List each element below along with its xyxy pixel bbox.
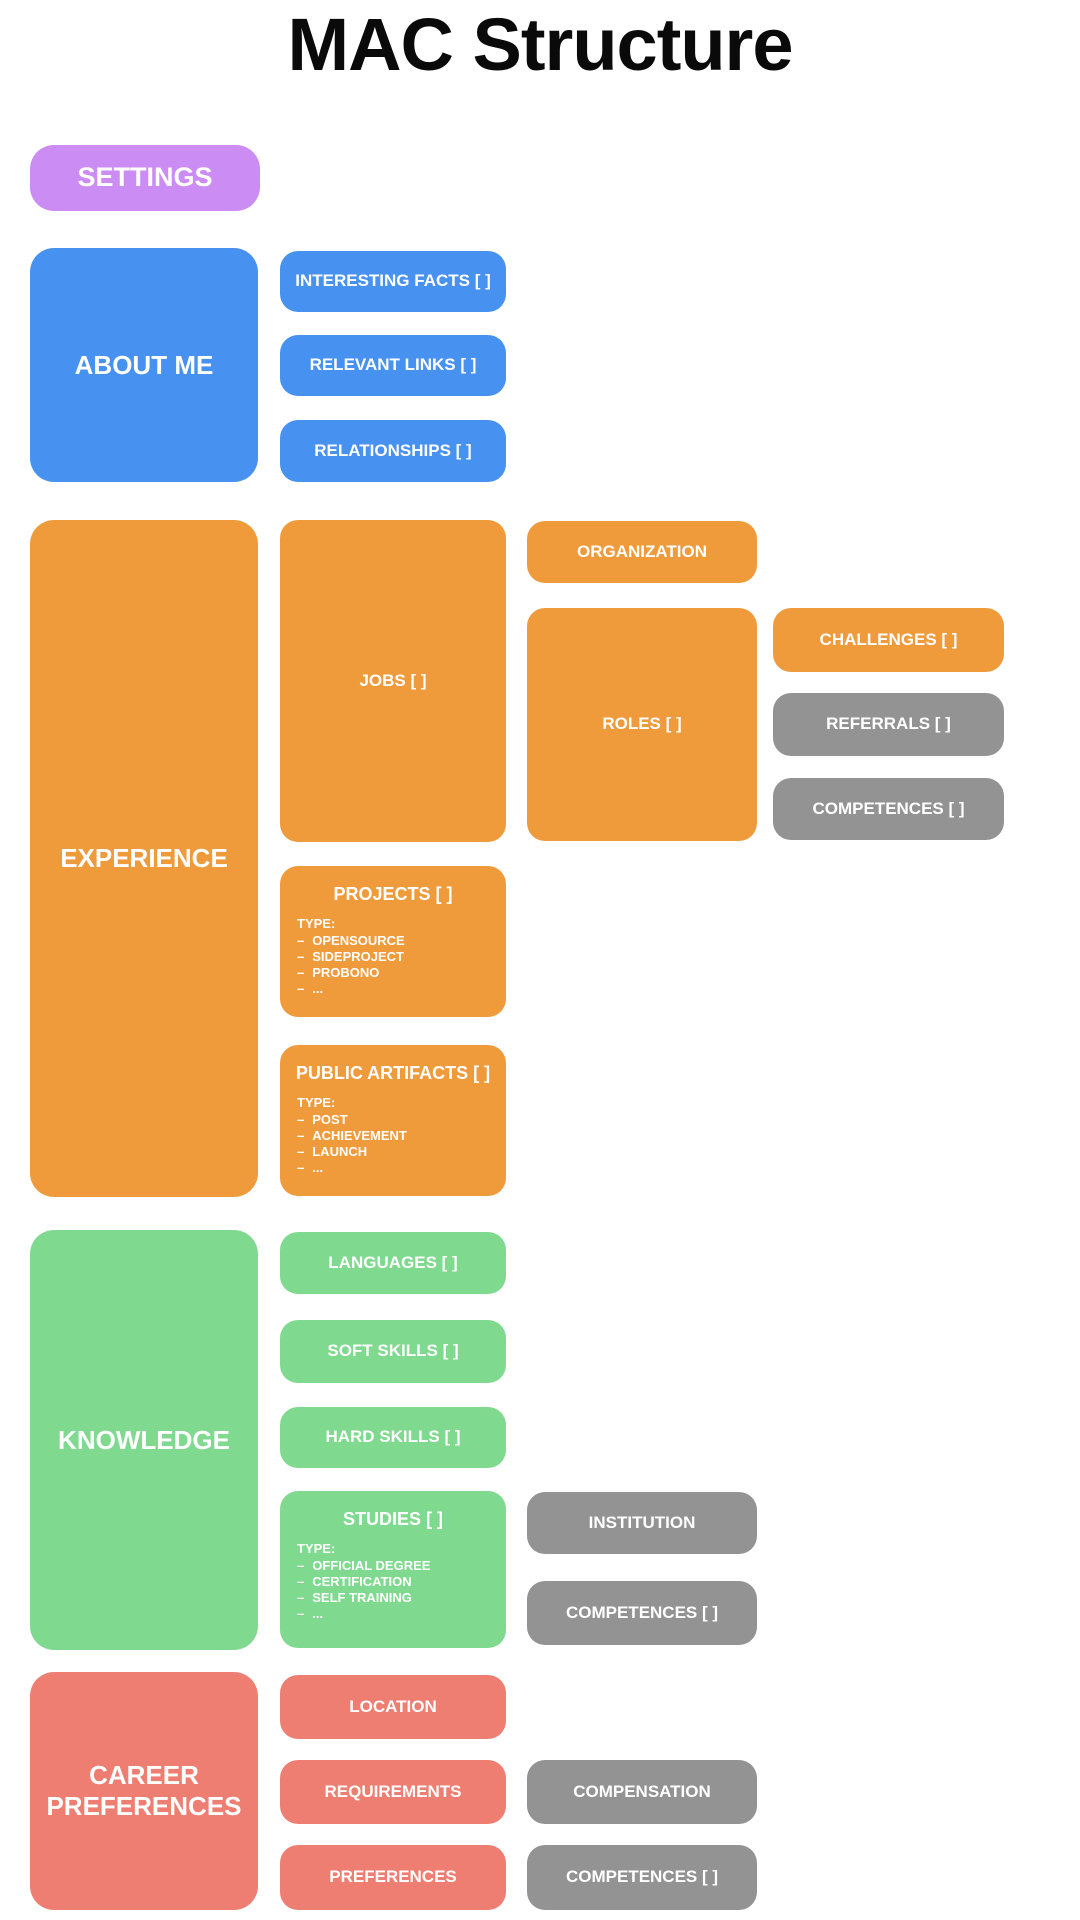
node-career-preferences-label: CAREER PREFERENCES <box>46 1760 242 1821</box>
node-languages: LANGUAGES [ ] <box>280 1232 506 1294</box>
diagram-title: MAC Structure <box>287 3 793 86</box>
studies-type-list: OFFICIAL DEGREE CERTIFICATION SELF TRAIN… <box>297 1558 498 1622</box>
node-organization: ORGANIZATION <box>527 521 757 583</box>
node-relevant-links: RELEVANT LINKS [ ] <box>280 335 506 396</box>
node-organization-label: ORGANIZATION <box>576 541 707 561</box>
node-roles-label: ROLES [ ] <box>602 714 682 734</box>
studies-type-item: ... <box>297 1606 498 1622</box>
node-projects: PROJECTS [ ] TYPE: OPENSOURCE SIDEPROJEC… <box>280 866 506 1017</box>
node-knowledge: KNOWLEDGE <box>30 1230 258 1650</box>
node-referrals-label: REFERRALS [ ] <box>826 714 951 734</box>
node-hard-skills: HARD SKILLS [ ] <box>280 1407 506 1468</box>
node-soft-skills: SOFT SKILLS [ ] <box>280 1320 506 1383</box>
projects-type-item: OPENSOURCE <box>297 933 498 949</box>
public-artifacts-type-block: TYPE: POST ACHIEVEMENT LAUNCH ... <box>280 1084 506 1176</box>
public-artifacts-type-item: LAUNCH <box>297 1144 498 1160</box>
node-studies: STUDIES [ ] TYPE: OFFICIAL DEGREE CERTIF… <box>280 1491 506 1648</box>
node-challenges: CHALLENGES [ ] <box>773 608 1004 672</box>
node-settings-label: SETTINGS <box>77 162 213 193</box>
node-relationships: RELATIONSHIPS [ ] <box>280 420 506 482</box>
node-relationships-label: RELATIONSHIPS [ ] <box>314 440 472 460</box>
node-experience: EXPERIENCE <box>30 520 258 1197</box>
studies-type-item: OFFICIAL DEGREE <box>297 1558 498 1574</box>
node-roles-competences-label: COMPETENCES [ ] <box>812 798 965 818</box>
node-location-label: LOCATION <box>349 1696 437 1716</box>
node-location: LOCATION <box>280 1675 506 1739</box>
node-languages-label: LANGUAGES [ ] <box>328 1252 458 1272</box>
node-studies-label: STUDIES [ ] <box>342 1509 443 1529</box>
node-soft-skills-label: SOFT SKILLS [ ] <box>327 1341 459 1361</box>
studies-type-block: TYPE: OFFICIAL DEGREE CERTIFICATION SELF… <box>280 1530 506 1622</box>
projects-type-item: SIDEPROJECT <box>297 949 498 965</box>
node-career-preferences: CAREER PREFERENCES <box>30 1672 258 1910</box>
node-jobs-label: JOBS [ ] <box>359 670 427 690</box>
node-referrals: REFERRALS [ ] <box>773 693 1004 756</box>
node-jobs: JOBS [ ] <box>280 520 506 842</box>
node-institution: INSTITUTION <box>527 1492 757 1554</box>
node-experience-label: EXPERIENCE <box>60 843 228 874</box>
node-settings: SETTINGS <box>30 145 260 211</box>
public-artifacts-type-item: POST <box>297 1112 498 1128</box>
node-preferences-competences-label: COMPETENCES [ ] <box>565 1867 719 1887</box>
node-requirements-label: REQUIREMENTS <box>324 1781 462 1801</box>
node-challenges-label: CHALLENGES [ ] <box>819 629 958 649</box>
node-hard-skills-label: HARD SKILLS [ ] <box>325 1427 461 1447</box>
node-roles-competences: COMPETENCES [ ] <box>773 778 1004 840</box>
public-artifacts-type-heading: TYPE: <box>297 1095 336 1111</box>
node-studies-competences-label: COMPETENCES [ ] <box>565 1602 719 1622</box>
projects-type-heading: TYPE: <box>297 916 336 932</box>
node-compensation-label: COMPENSATION <box>573 1781 711 1801</box>
node-relevant-links-label: RELEVANT LINKS [ ] <box>309 355 477 375</box>
node-institution-label: INSTITUTION <box>588 1512 696 1532</box>
node-projects-label: PROJECTS [ ] <box>333 884 453 904</box>
node-preferences: PREFERENCES <box>280 1845 506 1910</box>
projects-type-list: OPENSOURCE SIDEPROJECT PROBONO ... <box>297 933 498 997</box>
studies-type-item: SELF TRAINING <box>297 1590 498 1606</box>
node-interesting-facts-label: INTERESTING FACTS [ ] <box>295 271 491 291</box>
projects-type-block: TYPE: OPENSOURCE SIDEPROJECT PROBONO ... <box>280 905 506 997</box>
node-public-artifacts-label: PUBLIC ARTIFACTS [ ] <box>295 1063 491 1083</box>
node-public-artifacts: PUBLIC ARTIFACTS [ ] TYPE: POST ACHIEVEM… <box>280 1045 506 1196</box>
node-requirements: REQUIREMENTS <box>280 1760 506 1824</box>
node-compensation: COMPENSATION <box>527 1760 757 1824</box>
node-about-me: ABOUT ME <box>30 248 258 482</box>
projects-type-item: ... <box>297 981 498 997</box>
node-preferences-label: PREFERENCES <box>329 1867 457 1887</box>
studies-type-item: CERTIFICATION <box>297 1574 498 1590</box>
node-interesting-facts: INTERESTING FACTS [ ] <box>280 251 506 312</box>
studies-type-heading: TYPE: <box>297 1541 336 1557</box>
projects-type-item: PROBONO <box>297 965 498 981</box>
node-studies-competences: COMPETENCES [ ] <box>527 1581 757 1645</box>
node-roles: ROLES [ ] <box>527 608 757 841</box>
public-artifacts-type-item: ACHIEVEMENT <box>297 1128 498 1144</box>
node-knowledge-label: KNOWLEDGE <box>58 1424 230 1455</box>
public-artifacts-type-list: POST ACHIEVEMENT LAUNCH ... <box>297 1112 498 1176</box>
node-about-me-label: ABOUT ME <box>74 349 214 380</box>
node-preferences-competences: COMPETENCES [ ] <box>527 1845 757 1910</box>
public-artifacts-type-item: ... <box>297 1160 498 1176</box>
